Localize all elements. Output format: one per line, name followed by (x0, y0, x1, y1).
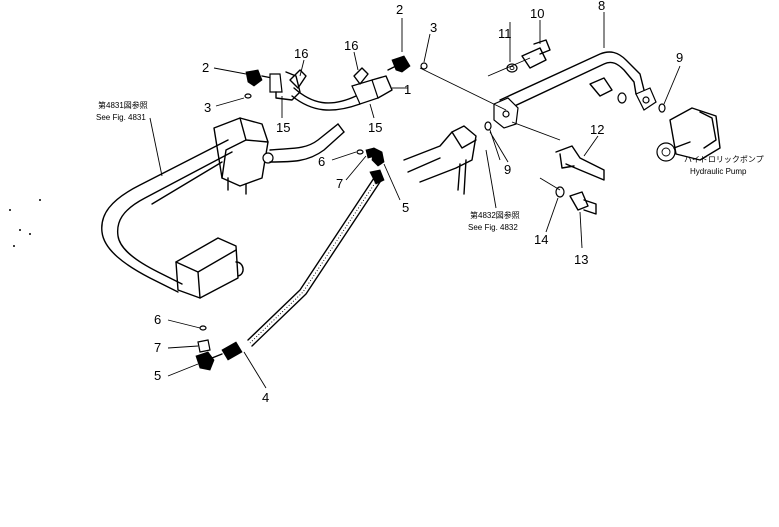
callout-13: 13 (574, 252, 588, 267)
leader-lines (149, 57, 561, 209)
callout-16-right: 16 (344, 38, 358, 53)
nut-7-lower (197, 339, 211, 353)
elbow-5-upper (371, 147, 385, 167)
seal-ring-6-lower (199, 325, 207, 331)
bolt-13 (569, 191, 597, 215)
callout-2-left: 2 (202, 60, 209, 75)
callout-3-right: 3 (430, 20, 437, 35)
callout-7-upper: 7 (336, 176, 343, 191)
callout-4: 4 (262, 390, 269, 405)
o-ring-9-b (658, 103, 666, 113)
hose-assembly-1 (269, 55, 411, 111)
callout-3-left: 3 (204, 100, 211, 115)
note-fig4832-jp: 第4832図参照 (470, 210, 520, 220)
note-fig4832-en: See Fig. 4832 (468, 223, 518, 232)
o-ring-3-right (420, 62, 428, 70)
callout-9-middle: 9 (504, 162, 511, 177)
upper-hose-elbow (269, 123, 345, 163)
clip-16-right (353, 67, 369, 85)
callout-8: 8 (598, 0, 605, 13)
callout-6-upper: 6 (318, 154, 325, 169)
note-fig4831-jp: 第4831図参照 (98, 100, 148, 110)
clip-16-left (289, 69, 307, 89)
callout-6-lower: 6 (154, 312, 161, 327)
bolt-10 (521, 39, 551, 69)
callout-12: 12 (590, 122, 604, 137)
hydraulic-pump (656, 107, 721, 162)
note-pump-en: Hydraulic Pump (690, 167, 747, 176)
note-fig4831-en: See Fig. 4831 (96, 113, 146, 122)
callout-1: 1 (404, 82, 411, 97)
reference-notes: 第4831図参照 See Fig. 4831 第4832図参照 See Fig.… (96, 100, 764, 232)
steel-pipe-8 (493, 51, 657, 129)
middle-pipe-4832 (403, 125, 477, 195)
washer-14 (555, 186, 565, 198)
callout-16-left: 16 (294, 46, 308, 61)
callout-2-top: 2 (396, 2, 403, 17)
elbow-fitting-2-left (245, 69, 273, 87)
washer-11 (506, 63, 518, 73)
callout-15-left: 15 (276, 120, 290, 135)
seal-ring-6-upper (356, 149, 364, 155)
o-ring-9-a (484, 121, 492, 131)
callout-7-lower: 7 (154, 340, 161, 355)
valve-block-upper (213, 117, 274, 195)
callout-10: 10 (530, 6, 544, 21)
edge-marks (8, 198, 42, 247)
note-pump-jp: ハイドロリックポンプ (684, 155, 764, 164)
callout-5-upper: 5 (402, 200, 409, 215)
callout-14: 14 (534, 232, 548, 247)
callout-15-right: 15 (368, 120, 382, 135)
callout-numbers: 2 2 3 3 16 16 1 15 15 11 10 8 9 6 7 5 9 … (154, 0, 683, 405)
callout-9-right: 9 (676, 50, 683, 65)
callout-11: 11 (498, 26, 512, 41)
bracket-12 (555, 145, 605, 181)
flexible-hose-4 (221, 169, 385, 361)
left-loop-pipe (101, 139, 233, 293)
o-ring-3-left (244, 93, 252, 99)
callout-5-lower: 5 (154, 368, 161, 383)
valve-block-lower (175, 237, 244, 299)
callout-leaders (167, 12, 681, 389)
bolt-pipe-end (589, 77, 627, 104)
elbow-5-lower (195, 351, 223, 371)
